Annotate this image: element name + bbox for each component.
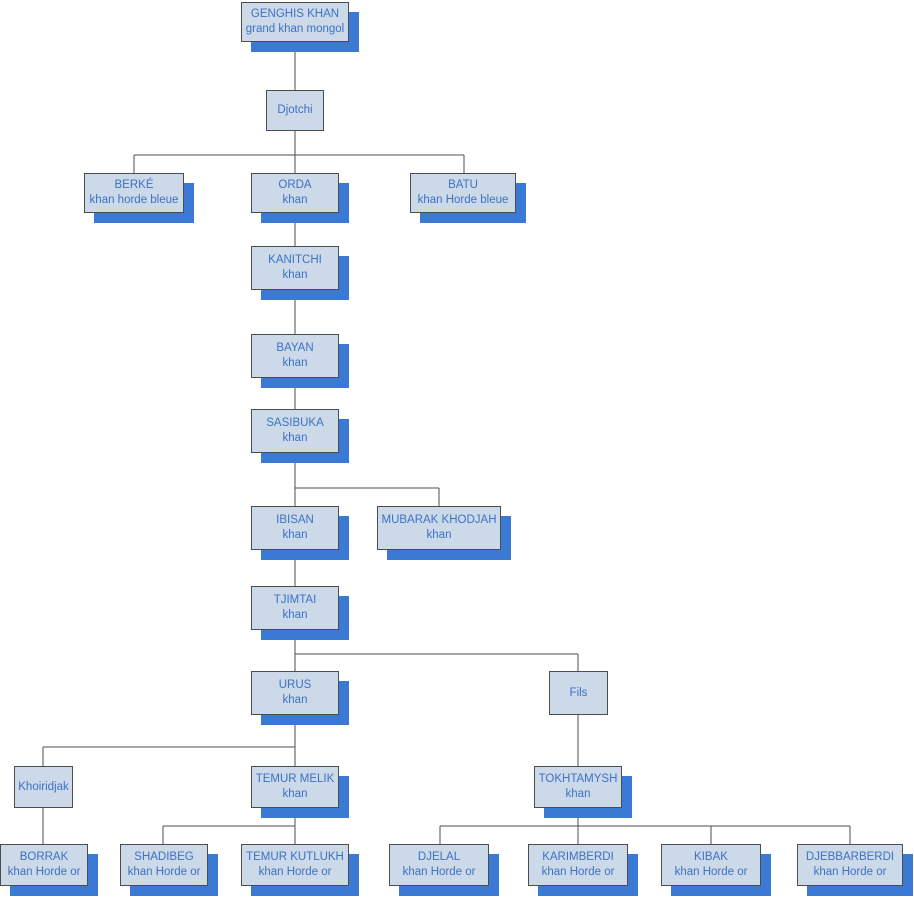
node-shadibeg[interactable]: SHADIBEG khan Horde or xyxy=(120,844,208,886)
node-name: BAYAN xyxy=(276,342,314,355)
node-role: khan Horde or xyxy=(813,866,887,878)
node-role: grand khan mongol xyxy=(245,23,345,35)
node-temurk[interactable]: TEMUR KUTLUKH khan Horde or xyxy=(241,844,349,886)
node-role: khan Horde or xyxy=(127,866,201,878)
node-orda[interactable]: ORDA khan xyxy=(251,173,339,213)
node-role: khan xyxy=(282,694,308,706)
node-name: ORDA xyxy=(278,179,312,192)
node-role: khan horde bleue xyxy=(89,194,179,206)
node-name: TEMUR KUTLUKH xyxy=(246,851,344,864)
node-batu[interactable]: BATU khan Horde bleue xyxy=(410,173,516,213)
node-name: TEMUR MELIK xyxy=(255,773,335,786)
node-khoirid[interactable]: Khoiridjak xyxy=(14,766,73,808)
node-djebbar[interactable]: DJEBBARBERDI khan Horde or xyxy=(797,844,903,886)
node-fils[interactable]: Fils xyxy=(549,671,608,715)
node-name: Djotchi xyxy=(277,104,313,117)
node-borrak[interactable]: BORRAK khan Horde or xyxy=(0,844,88,886)
node-name: IBISAN xyxy=(276,514,314,527)
node-name: BATU xyxy=(448,179,478,192)
node-urus[interactable]: URUS khan xyxy=(251,671,339,715)
node-mubarak[interactable]: MUBARAK KHODJAH khan xyxy=(377,506,501,550)
node-role: khan Horde or xyxy=(541,866,615,878)
node-role: khan Horde bleue xyxy=(417,194,509,206)
node-name: KANITCHI xyxy=(268,254,322,267)
node-bayan[interactable]: BAYAN khan xyxy=(251,334,339,378)
node-name: URUS xyxy=(278,679,312,692)
node-kibak[interactable]: KIBAK khan Horde or xyxy=(661,844,761,886)
node-tokhta[interactable]: TOKHTAMYSH khan xyxy=(534,766,622,808)
node-djotchi[interactable]: Djotchi xyxy=(266,90,324,131)
node-sasibuka[interactable]: SASIBUKA khan xyxy=(251,409,339,453)
node-name: TOKHTAMYSH xyxy=(538,773,618,786)
node-name: Fils xyxy=(569,686,588,699)
node-role: khan xyxy=(426,529,452,541)
node-name: SASIBUKA xyxy=(266,417,324,430)
node-role: khan xyxy=(282,194,308,206)
node-ibisan[interactable]: IBISAN khan xyxy=(251,506,339,550)
node-name: KARIMBERDI xyxy=(542,851,614,864)
node-role: khan Horde or xyxy=(7,866,81,878)
node-name: DJEBBARBERDI xyxy=(805,851,895,864)
node-name: KIBAK xyxy=(694,851,728,864)
node-role: khan Horde or xyxy=(258,866,332,878)
node-role: khan Horde or xyxy=(402,866,476,878)
node-name: BERKÉ xyxy=(114,179,154,192)
node-role: khan xyxy=(282,788,308,800)
node-role: khan Horde or xyxy=(674,866,748,878)
node-karim[interactable]: KARIMBERDI khan Horde or xyxy=(528,844,628,886)
node-name: BORRAK xyxy=(19,851,69,864)
node-name: Khoiridjak xyxy=(18,780,69,793)
node-temurm[interactable]: TEMUR MELIK khan xyxy=(251,766,339,808)
node-genghis[interactable]: GENGHIS KHAN grand khan mongol xyxy=(241,2,349,42)
node-role: khan xyxy=(282,529,308,541)
node-name: MUBARAK KHODJAH xyxy=(381,514,497,527)
node-role: khan xyxy=(282,609,308,621)
node-role: khan xyxy=(565,788,591,800)
node-name: GENGHIS KHAN xyxy=(250,8,340,21)
node-role: khan xyxy=(282,432,308,444)
node-tjimtai[interactable]: TJIMTAI khan xyxy=(251,586,339,630)
node-djelal[interactable]: DJELAL khan Horde or xyxy=(389,844,489,886)
node-name: SHADIBEG xyxy=(134,851,194,864)
node-kanitchi[interactable]: KANITCHI khan xyxy=(251,246,339,290)
node-role: khan xyxy=(282,357,308,369)
node-name: TJIMTAI xyxy=(273,594,317,607)
node-role: khan xyxy=(282,269,308,281)
node-name: DJELAL xyxy=(417,851,461,864)
node-berke[interactable]: BERKÉ khan horde bleue xyxy=(84,173,184,213)
